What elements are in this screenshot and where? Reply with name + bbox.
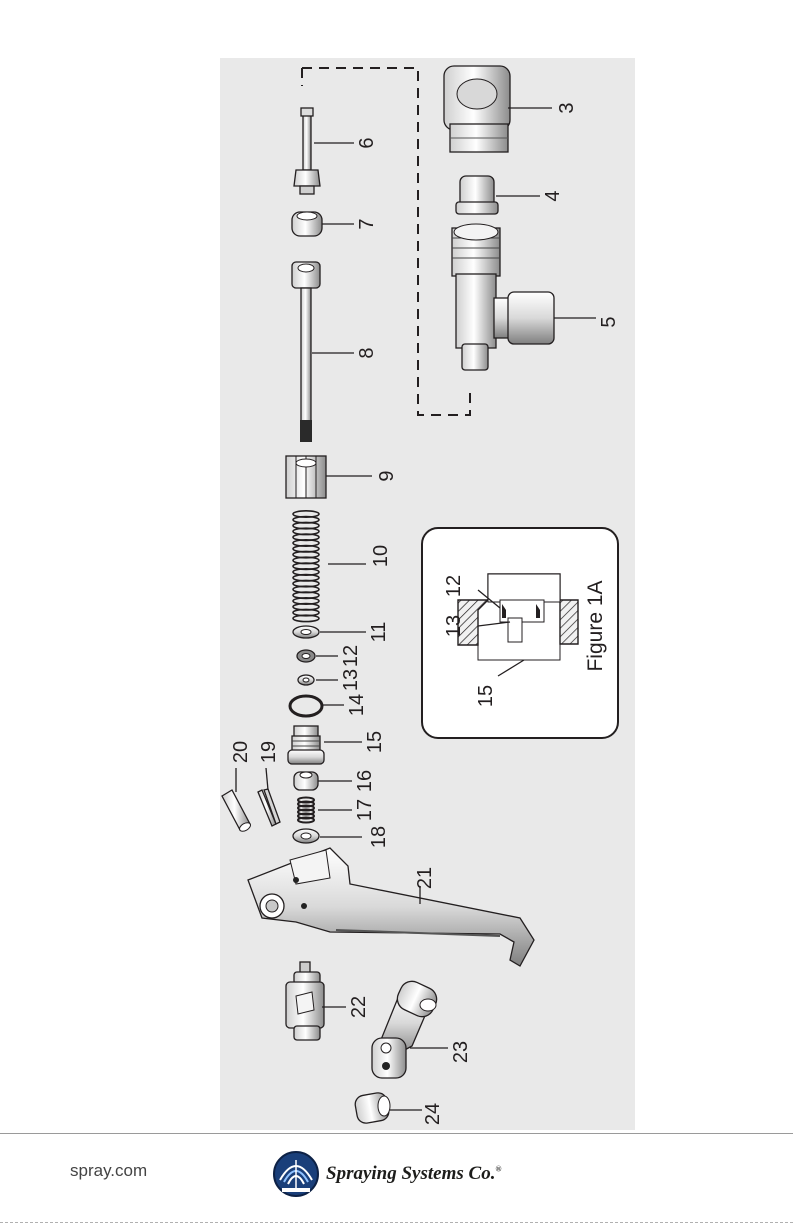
part-label-24: 24	[422, 1103, 444, 1125]
company-logo-icon	[272, 1150, 320, 1198]
inset-label-13: 13	[443, 615, 465, 637]
part-label-16: 16	[354, 770, 376, 792]
part-3-cap	[444, 66, 510, 152]
part-label-12: 12	[340, 645, 362, 667]
company-brand: Spraying Systems Co.®	[272, 1150, 501, 1198]
inset-caption: Figure 1A	[584, 580, 607, 671]
part-label-10: 10	[370, 545, 392, 567]
page-edge	[0, 1222, 793, 1223]
part-label-6: 6	[356, 137, 378, 148]
part-4-bushing	[456, 176, 498, 214]
part-label-9: 9	[376, 470, 398, 481]
figure-1a-inset: 12 13 15 Figure 1A	[422, 528, 618, 738]
part-15-fitting	[288, 726, 324, 764]
part-label-4: 4	[542, 190, 564, 201]
part-label-3: 3	[556, 102, 578, 113]
part-label-11: 11	[368, 622, 390, 643]
footer-divider	[0, 1133, 793, 1134]
company-name: Spraying Systems Co.®	[326, 1163, 501, 1185]
part-label-17: 17	[354, 799, 376, 821]
part-label-19: 19	[258, 741, 280, 763]
part-24-bushing	[354, 1091, 390, 1124]
part-label-8: 8	[356, 347, 378, 358]
inset-label-12: 12	[443, 575, 465, 597]
part-label-15: 15	[364, 731, 386, 753]
part-label-21: 21	[414, 867, 436, 889]
part-label-23: 23	[450, 1041, 472, 1063]
part-9-guide	[286, 456, 326, 498]
part-label-18: 18	[368, 826, 390, 848]
part-7-nut	[292, 212, 322, 236]
website-link[interactable]: spray.com	[70, 1161, 147, 1181]
part-17-spring	[298, 798, 314, 823]
part-label-22: 22	[348, 996, 370, 1018]
part-label-14: 14	[346, 694, 368, 716]
inset-label-15: 15	[475, 685, 497, 707]
part-label-20: 20	[230, 741, 252, 763]
part-16-cap-nut	[294, 772, 318, 790]
part-label-7: 7	[356, 218, 378, 229]
part-label-13: 13	[340, 669, 362, 691]
part-label-5: 5	[598, 316, 620, 327]
